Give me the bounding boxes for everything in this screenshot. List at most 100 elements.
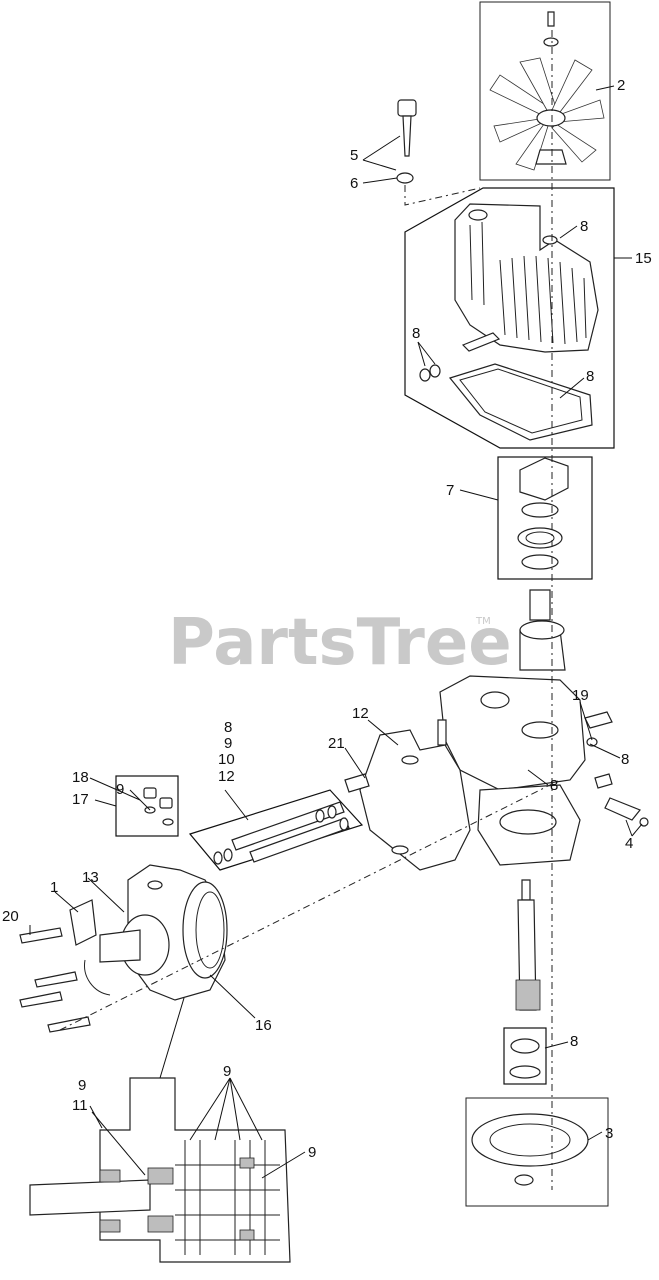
pulley-frame xyxy=(465,1097,609,1207)
callout-6: 6 xyxy=(350,175,358,192)
callout-8: 8 xyxy=(412,325,420,342)
lower-plate-port xyxy=(499,809,557,835)
mounting-bolts xyxy=(19,927,91,1033)
middle-housing[interactable] xyxy=(344,729,471,871)
callout-9: 9 xyxy=(224,735,232,752)
shaft-spline xyxy=(515,979,541,1011)
shaft-key xyxy=(521,879,531,901)
callout-labels: 2 5 6 8 15 8 8 7 19 12 21 8 9 10 12 8 8 … xyxy=(2,77,652,1161)
shaft-bearing xyxy=(510,1038,540,1054)
callout-19: 19 xyxy=(572,687,589,704)
shaft-seal-top xyxy=(542,235,558,245)
cap-oring xyxy=(396,172,414,184)
motor-housing[interactable] xyxy=(19,779,561,1033)
dipstick xyxy=(402,115,412,157)
axle-centerline xyxy=(59,779,561,1031)
callout-4: 4 xyxy=(625,835,633,852)
fill-cap-assembly[interactable] xyxy=(396,99,481,206)
callout-2: 2 xyxy=(617,77,625,94)
pump-bearing-assembly[interactable] xyxy=(497,456,593,671)
watermark-text: PartsTree xyxy=(168,606,512,680)
watermark-trademark: TM xyxy=(475,616,491,627)
fan-frame xyxy=(479,1,611,181)
brake-spring xyxy=(84,959,111,996)
callout-5: 5 xyxy=(350,147,358,164)
cap-plug-a xyxy=(143,787,157,799)
fan-bolt xyxy=(547,11,555,27)
center-port xyxy=(480,691,510,709)
bearing-box xyxy=(503,1027,547,1085)
section-internals xyxy=(99,1140,280,1255)
brake-arm xyxy=(69,899,97,946)
motor-shaft-b xyxy=(249,817,350,863)
fan-spacer xyxy=(535,149,567,165)
middle-housing-body xyxy=(359,729,471,871)
fill-cap xyxy=(397,99,417,117)
housing-kit-box xyxy=(404,187,615,449)
fill-port xyxy=(468,209,488,221)
callout-12: 12 xyxy=(352,705,369,722)
gasket-inner xyxy=(459,368,583,434)
thrust-washer xyxy=(521,502,559,518)
callout-18: 18 xyxy=(72,769,89,786)
callout-8: 8 xyxy=(550,777,558,794)
motor-end-cap xyxy=(182,881,228,979)
leader-lines xyxy=(29,85,643,1179)
callout-8: 8 xyxy=(224,719,232,736)
housing-gasket xyxy=(448,363,593,441)
section-housing xyxy=(99,1077,291,1263)
center-bolt xyxy=(437,719,447,746)
seal-left-b xyxy=(429,364,441,378)
callout-10: 10 xyxy=(218,751,235,768)
end-cap-kit[interactable] xyxy=(115,775,179,837)
control-shaft xyxy=(461,332,501,352)
thrust-bearing xyxy=(517,527,563,549)
cross-section-view[interactable] xyxy=(29,1077,291,1263)
valve-fitting xyxy=(594,773,613,789)
block-face xyxy=(519,620,565,640)
pump-spring xyxy=(529,589,551,621)
cap-centerline xyxy=(404,185,481,206)
callout-16: 16 xyxy=(255,1017,272,1034)
callout-12: 12 xyxy=(218,768,235,785)
fan-assembly[interactable] xyxy=(479,1,611,181)
swashplate xyxy=(519,457,569,501)
callout-8: 8 xyxy=(586,368,594,385)
callout-21: 21 xyxy=(328,735,345,752)
motor-shaft-kit[interactable] xyxy=(188,789,364,871)
callout-7: 7 xyxy=(446,482,454,499)
center-section[interactable] xyxy=(437,675,649,866)
callout-20: 20 xyxy=(2,908,19,925)
callout-8: 8 xyxy=(570,1033,578,1050)
pulley-nut xyxy=(514,1174,534,1186)
pulley xyxy=(471,1113,589,1167)
callout-17: 17 xyxy=(72,791,89,808)
callout-1: 1 xyxy=(50,879,58,896)
bearing-race xyxy=(521,554,559,570)
callout-9: 9 xyxy=(308,1144,316,1161)
callout-9: 9 xyxy=(223,1063,231,1080)
axle-stub xyxy=(99,929,141,963)
housing-fins xyxy=(469,221,587,345)
fan-hub xyxy=(536,109,566,127)
section-axle xyxy=(29,1179,151,1216)
callout-9: 9 xyxy=(116,781,124,798)
seal-left-a xyxy=(419,368,431,382)
callout-13: 13 xyxy=(82,869,99,886)
input-shaft-assembly[interactable] xyxy=(465,30,609,1207)
callout-9: 9 xyxy=(78,1077,86,1094)
center-section-body xyxy=(439,675,586,791)
bypass-valve xyxy=(584,711,613,729)
bypass-oring xyxy=(586,737,598,747)
callout-11: 11 xyxy=(72,1097,88,1114)
pump-running-face xyxy=(521,721,559,739)
callout-8: 8 xyxy=(580,218,588,235)
bearing-kit-box xyxy=(497,456,593,580)
callout-15: 15 xyxy=(635,250,652,267)
upper-housing-assembly[interactable] xyxy=(404,187,615,449)
retaining-ring xyxy=(509,1065,541,1079)
cap-plug-b xyxy=(159,797,173,809)
callout-3: 3 xyxy=(605,1125,613,1142)
housing-bolt xyxy=(344,773,370,793)
